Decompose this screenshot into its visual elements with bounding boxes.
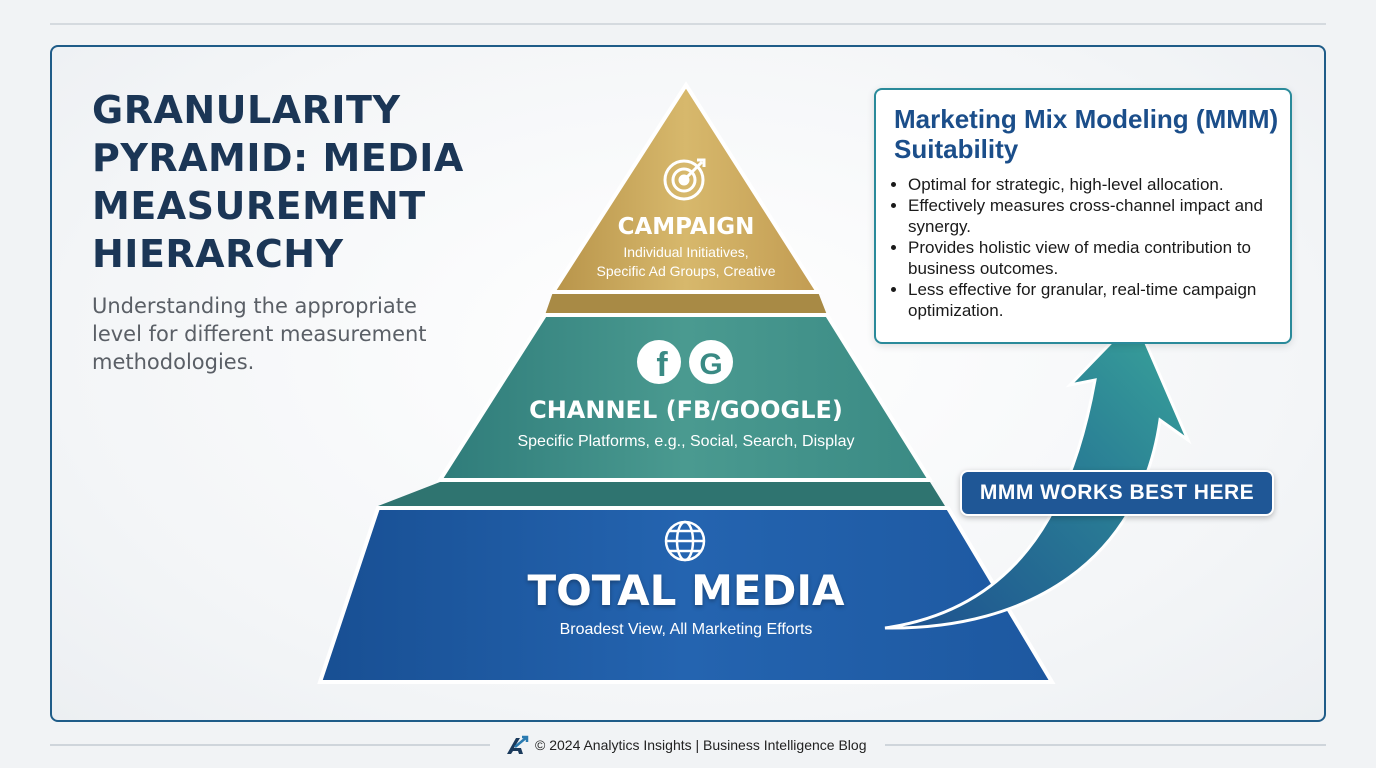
channel-desc: Specific Platforms, e.g., Social, Search…: [517, 433, 855, 450]
channel-label: CHANNEL (FB/GOOGLE): [529, 396, 843, 424]
campaign-desc-line2: Specific Ad Groups, Creative: [596, 263, 776, 279]
channel-connector: [378, 482, 945, 506]
tier-campaign: [549, 81, 822, 294]
total-media-label: TOTAL MEDIA: [527, 566, 845, 615]
footer-divider-right: [885, 744, 1326, 746]
bullet-item: Less effective for granular, real-time c…: [908, 279, 1290, 321]
footer: © 2024 Analytics Insights | Business Int…: [505, 735, 866, 755]
top-divider: [50, 23, 1326, 25]
bullet-item: Provides holistic view of media contribu…: [908, 237, 1290, 279]
panel-heading: Marketing Mix Modeling (MMM) Suitability: [894, 104, 1279, 164]
tier-total-media: [317, 506, 1056, 684]
bullet-item: Optimal for strategic, high-level alloca…: [908, 174, 1290, 195]
svg-text:G: G: [699, 348, 722, 381]
page-subtitle: Understanding the appropriate level for …: [92, 294, 427, 374]
bullet-item: Effectively measures cross-channel impac…: [908, 195, 1290, 237]
footer-text: © 2024 Analytics Insights | Business Int…: [535, 737, 867, 753]
svg-text:f: f: [656, 346, 668, 384]
analytics-logo-icon: [507, 735, 529, 754]
footer-divider-left: [50, 744, 490, 746]
campaign-label: CAMPAIGN: [617, 214, 755, 240]
globe-icon: [664, 520, 706, 562]
campaign-connector: [545, 292, 827, 315]
mmm-works-best-badge: MMM WORKS BEST HERE: [960, 470, 1274, 516]
facebook-icon: f: [637, 340, 681, 384]
google-icon: G: [689, 340, 733, 384]
campaign-desc-line1: Individual Initiatives,: [623, 244, 749, 260]
target-icon: [663, 158, 706, 201]
mmm-suitability-panel: Marketing Mix Modeling (MMM) Suitability…: [874, 88, 1292, 344]
page-title: GRANULARITY PYRAMID: MEDIA MEASUREMENT H…: [92, 88, 464, 276]
tier-channel: [436, 313, 934, 482]
total-media-desc: Broadest View, All Marketing Efforts: [559, 621, 813, 638]
growth-arrow-icon: [884, 315, 1192, 630]
